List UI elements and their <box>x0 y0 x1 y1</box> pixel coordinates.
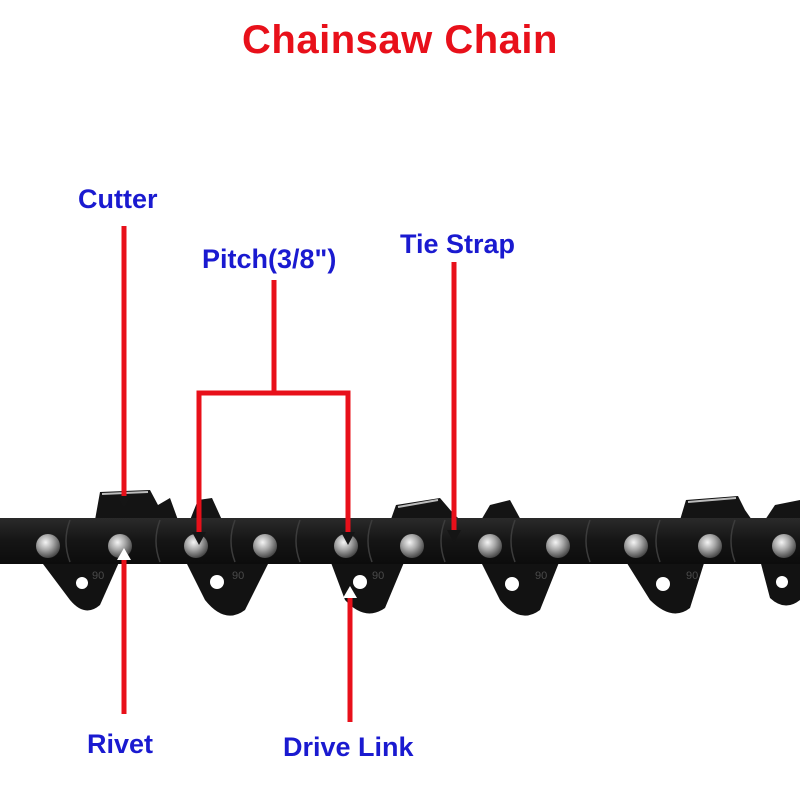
link-markings: 90 90 90 90 90 <box>92 570 698 582</box>
rivet <box>478 534 502 558</box>
drive-link-hole <box>210 575 224 589</box>
rivet <box>36 534 60 558</box>
rivets <box>36 534 796 558</box>
leader-arrowheads <box>117 496 461 598</box>
pitch-right-arrowhead <box>341 532 355 545</box>
rivet <box>334 534 358 558</box>
drive-link <box>480 560 560 616</box>
cutter-tooth <box>390 498 462 522</box>
drive-link-label: Drive Link <box>283 732 414 762</box>
rivet <box>546 534 570 558</box>
drive-link-hole <box>656 577 670 591</box>
rivet <box>624 534 648 558</box>
link-separators <box>65 519 736 563</box>
pitch-left-arrowhead <box>192 532 206 545</box>
drive-link <box>330 560 405 614</box>
diagram-title: Chainsaw Chain <box>242 18 558 62</box>
rivet <box>184 534 208 558</box>
drive-link-holes <box>76 575 788 591</box>
rivet <box>400 534 424 558</box>
rivet <box>698 534 722 558</box>
cutter-label: Cutter <box>78 184 158 214</box>
cutter-tooth <box>765 500 800 520</box>
cutter-tooth <box>190 498 222 520</box>
chain-body <box>0 518 800 564</box>
link-marking: 90 <box>92 570 104 582</box>
tie-strap-label: Tie Strap <box>400 229 516 259</box>
drive-links <box>40 560 800 616</box>
rivet-arrowhead <box>117 548 131 560</box>
drive-link-hole <box>76 577 88 589</box>
leader-lines <box>121 226 457 722</box>
link-marking: 90 <box>372 570 384 582</box>
drive-link-hole <box>353 575 367 589</box>
pitch-bracket-line <box>196 390 351 538</box>
link-marking: 90 <box>535 570 547 582</box>
rivet <box>108 534 132 558</box>
link-marking: 90 <box>686 570 698 582</box>
drive-link-arrowhead <box>343 586 357 598</box>
rivet-label: Rivet <box>87 729 154 759</box>
link-marking: 90 <box>232 570 244 582</box>
rivet <box>772 534 796 558</box>
pitch-label: Pitch(3/8") <box>202 244 337 274</box>
drive-link <box>185 560 270 616</box>
cutter-tooth <box>480 500 522 522</box>
cutter-arrowhead <box>117 496 131 508</box>
drive-link-hole <box>776 576 788 588</box>
tie-strap-arrowhead <box>447 530 461 543</box>
cutter-teeth <box>95 490 800 522</box>
rivet <box>253 534 277 558</box>
cutter-tooth <box>95 490 178 520</box>
drive-link-hole <box>505 577 519 591</box>
